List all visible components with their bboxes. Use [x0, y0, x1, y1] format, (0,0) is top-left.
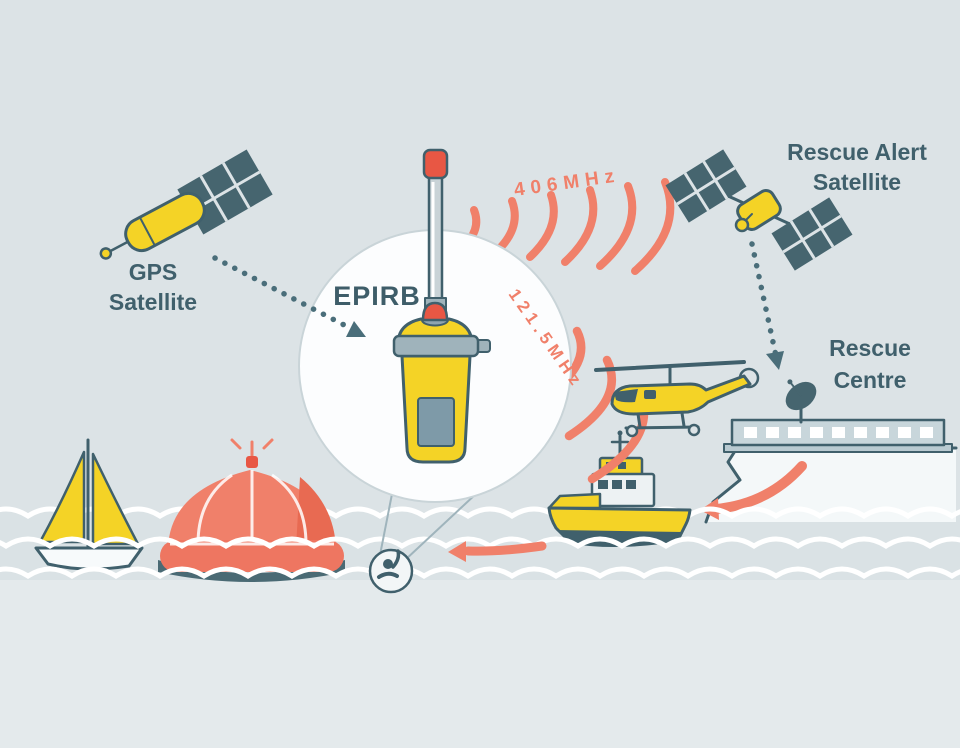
- person-in-water: [368, 548, 414, 594]
- epirb-collar: [392, 334, 480, 358]
- cockpit-window: [614, 389, 638, 403]
- rescue-direction-arrow: [448, 541, 547, 562]
- person-arm: [391, 549, 401, 569]
- front-wheel: [625, 424, 639, 438]
- side-window: [644, 390, 656, 399]
- rescue-alert-satellite: [665, 149, 853, 271]
- rear-wheel: [687, 423, 701, 437]
- rescue-alert-label-line2: Satellite: [813, 169, 901, 195]
- sailboat: [34, 438, 144, 571]
- rescue-centre-building: [723, 379, 953, 453]
- rescue-centre-label-line2: Centre: [834, 367, 907, 393]
- rescue-sat-panel-right: [771, 197, 853, 271]
- rescue-sat-panel-left: [665, 149, 747, 223]
- epirb-beacon: [392, 148, 491, 464]
- gps-label-line2: Satellite: [109, 289, 197, 315]
- satellite-dish-icon: [785, 379, 817, 424]
- landing-skid: [624, 425, 700, 430]
- gps-label-line1: GPS: [129, 259, 178, 285]
- gps-satellite: [99, 149, 273, 260]
- person-shoulders: [377, 571, 399, 579]
- epirb-antenna-tip: [422, 148, 449, 180]
- sea-lower: [0, 580, 960, 748]
- rescue-sat-dish: [734, 217, 750, 233]
- sailboat-hull: [34, 546, 144, 571]
- boat-cabin: [590, 472, 656, 508]
- rescue-centre-label-line1: Rescue: [829, 335, 911, 361]
- epirb-screen: [417, 397, 455, 447]
- person-head: [383, 559, 393, 569]
- main-rotor: [594, 360, 746, 372]
- magnifier-tails: [379, 491, 479, 562]
- helicopter-body: [610, 374, 752, 416]
- epirb-activation-button: [421, 301, 449, 322]
- raft-beacon-light: [230, 438, 274, 468]
- helicopter: [594, 360, 760, 438]
- gps-signal-arrow: [212, 255, 366, 337]
- rescue-alert-label-line1: Rescue Alert: [787, 139, 927, 165]
- epirb-label: EPIRB: [333, 281, 421, 311]
- satellite-to-centre-arrow: [749, 241, 784, 370]
- raft-tube: [160, 540, 344, 572]
- epirb-antenna: [427, 174, 444, 308]
- gps-satellite-body: [99, 191, 206, 260]
- building-windows: [744, 427, 933, 438]
- life-raft: [158, 438, 345, 582]
